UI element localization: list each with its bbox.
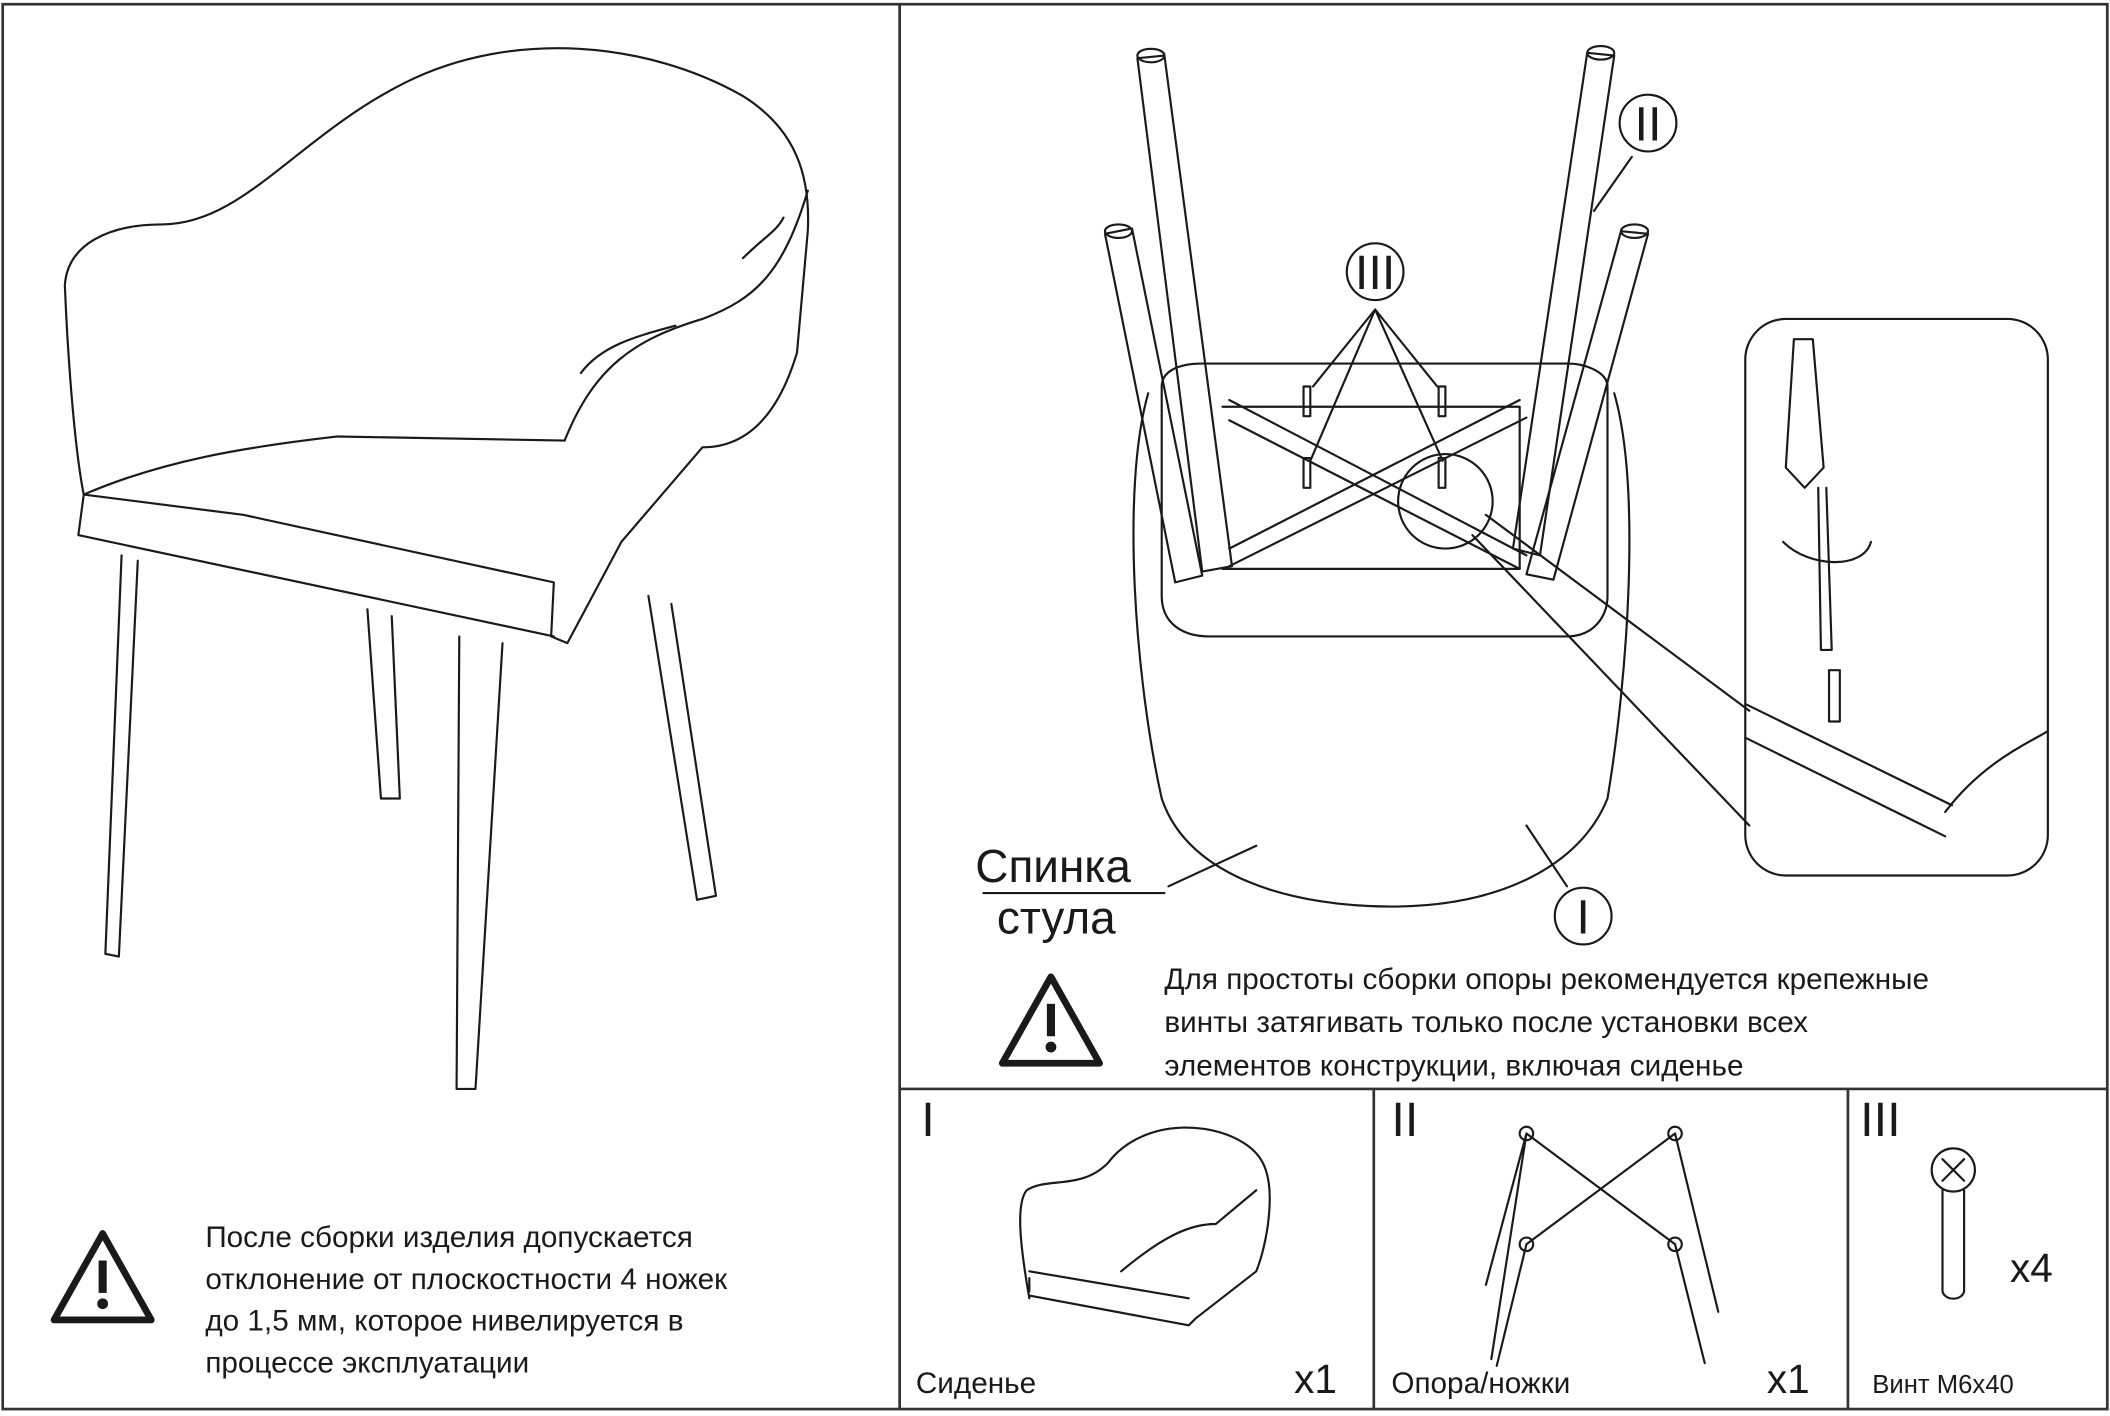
svg-text:II: II xyxy=(1635,98,1662,152)
svg-text:x1: x1 xyxy=(1294,1356,1337,1402)
backrest-label: Спинка стула xyxy=(975,840,1166,944)
part-seat: I Сиденье x1 xyxy=(916,1093,1337,1402)
warning-icon xyxy=(50,1230,155,1324)
svg-text:Спинка: Спинка xyxy=(975,840,1131,892)
warning-text-left: После сборки изделия допускается отклоне… xyxy=(205,1221,735,1380)
svg-text:III: III xyxy=(1355,246,1396,300)
svg-text:Сиденье: Сиденье xyxy=(916,1367,1036,1400)
callout-part-II: II xyxy=(1618,93,1678,153)
svg-text:II: II xyxy=(1391,1093,1418,1147)
svg-text:x4: x4 xyxy=(2010,1245,2053,1291)
svg-text:I: I xyxy=(1576,891,1590,945)
warning-text-right: Для простоты сборки опоры рекомендуется … xyxy=(1164,963,1937,1082)
part-screw: III x4 Винт М6х40 xyxy=(1860,1093,2053,1399)
callout-part-III: III xyxy=(1345,242,1405,302)
upside-down-chair-drawing xyxy=(1103,45,2049,908)
warning-icon xyxy=(998,973,1103,1067)
part-legs: II Опора/ножки x1 xyxy=(1391,1093,1809,1402)
callout-part-I: I xyxy=(1553,886,1613,946)
svg-text:I: I xyxy=(921,1093,935,1147)
svg-text:Винт М6х40: Винт М6х40 xyxy=(1872,1371,2014,1399)
svg-text:стула: стула xyxy=(997,892,1116,944)
svg-text:III: III xyxy=(1860,1093,1901,1147)
svg-text:Опора/ножки: Опора/ножки xyxy=(1391,1367,1570,1400)
assembled-chair-drawing xyxy=(63,47,810,1091)
svg-text:x1: x1 xyxy=(1767,1356,1810,1402)
